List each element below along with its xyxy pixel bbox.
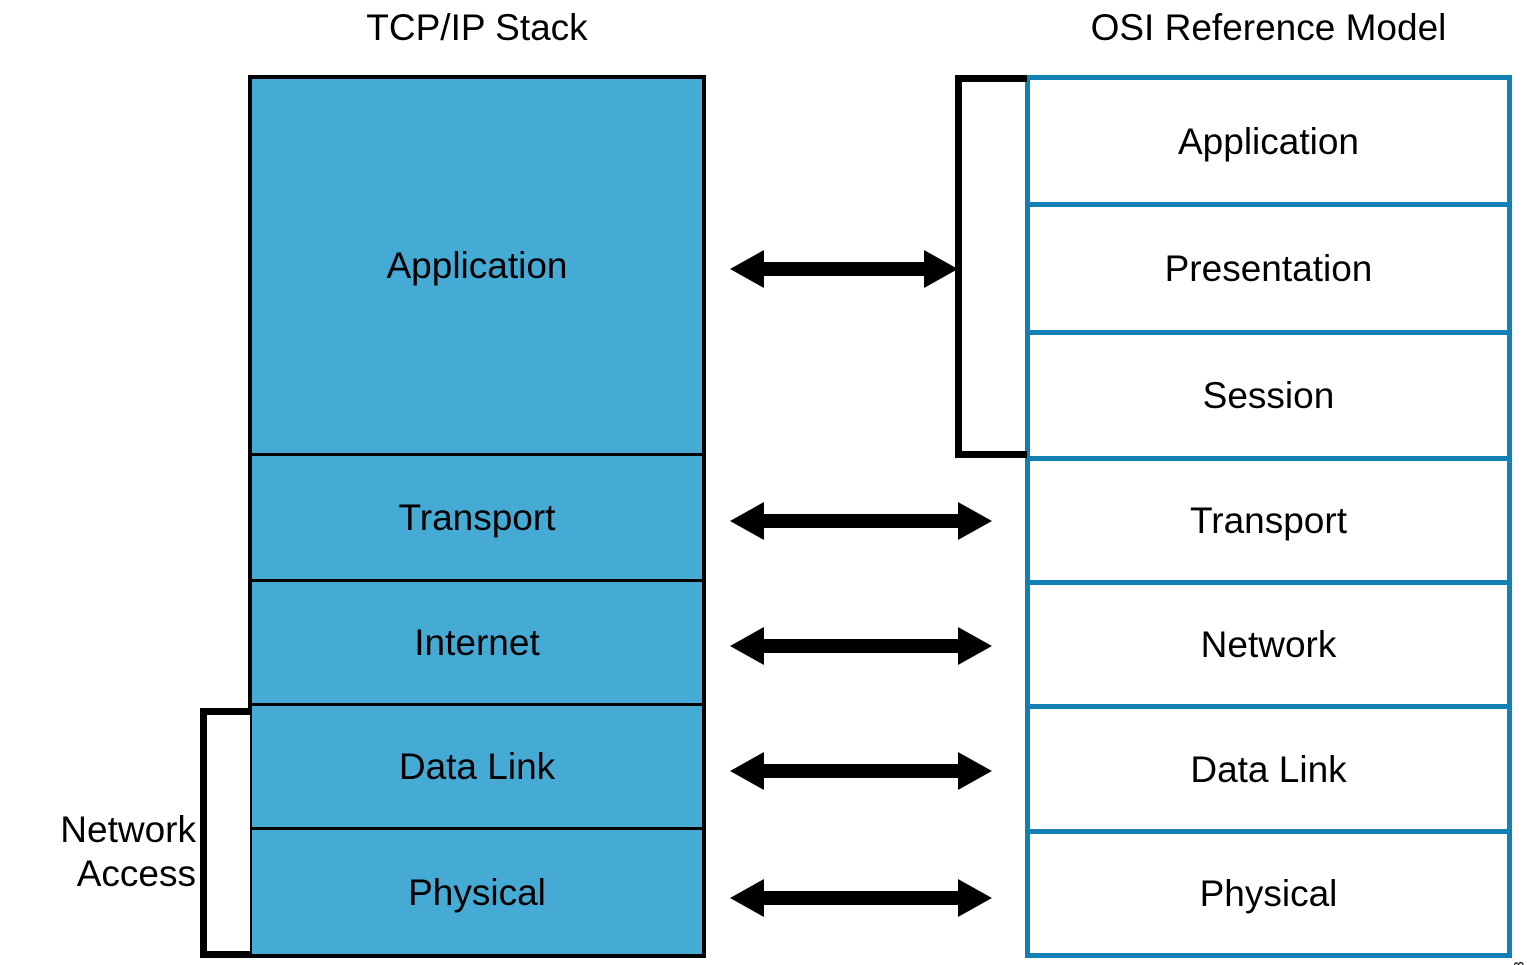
osi-stack: Application Presentation Session Transpo… [1025,75,1512,959]
osi-layer-label: Transport [1190,499,1347,541]
osi-column-title: OSI Reference Model [1090,7,1447,48]
corner-reference-code: 301P_963 [1510,961,1526,965]
tcpip-layer-label: Internet [414,622,540,664]
mapping-arrow-transport [730,498,992,544]
mapping-arrow-data-link [730,748,992,794]
osi-layer-transport[interactable]: Transport [1025,455,1512,586]
osi-layer-network[interactable]: Network [1025,580,1512,710]
osi-layer-label: Network [1200,624,1337,666]
mapping-arrow-internet-network [730,623,992,669]
osi-layer-presentation[interactable]: Presentation [1025,202,1512,335]
tcpip-layer-physical[interactable]: Physical [252,830,702,954]
osi-layer-label: Session [1202,374,1335,416]
network-access-label-line1: Network [60,809,196,850]
tcpip-layer-label: Transport [398,496,556,538]
osi-application-group-bracket [955,75,1027,458]
osi-layer-label: Data Link [1190,748,1347,790]
network-access-label-line2: Access [76,852,196,894]
tcpip-layer-label: Physical [408,871,546,913]
mapping-arrow-application [730,246,958,292]
osi-layer-label: Physical [1199,872,1338,914]
tcpip-layer-data-link[interactable]: Data Link [252,706,702,831]
tcpip-stack: Application Transport Internet Data Link… [248,75,706,958]
osi-layer-label: Application [1177,120,1359,162]
network-access-group-bracket [200,708,250,958]
tcpip-layer-label: Application [386,245,568,287]
tcpip-layer-internet[interactable]: Internet [252,582,702,707]
osi-layer-label: Presentation [1164,247,1373,289]
network-access-label: Network Access [0,808,196,895]
tcpip-layer-transport[interactable]: Transport [252,455,702,583]
tcpip-layer-label: Data Link [398,746,556,788]
tcpip-column-title: TCP/IP Stack [366,7,588,48]
osi-layer-data-link[interactable]: Data Link [1025,704,1512,834]
mapping-arrow-physical [730,875,992,921]
osi-layer-session[interactable]: Session [1025,329,1512,461]
tcpip-layer-application[interactable]: Application [252,79,702,456]
osi-layer-physical[interactable]: Physical [1025,828,1512,959]
osi-layer-application[interactable]: Application [1025,75,1512,208]
